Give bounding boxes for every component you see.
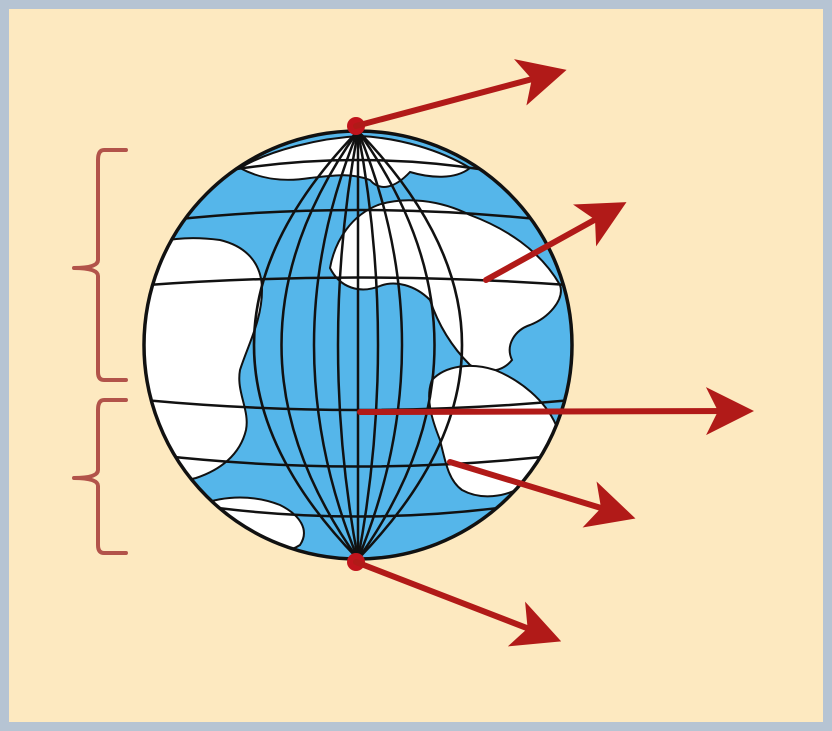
- arrow-equator: [360, 411, 742, 412]
- globe-icon: [140, 131, 572, 559]
